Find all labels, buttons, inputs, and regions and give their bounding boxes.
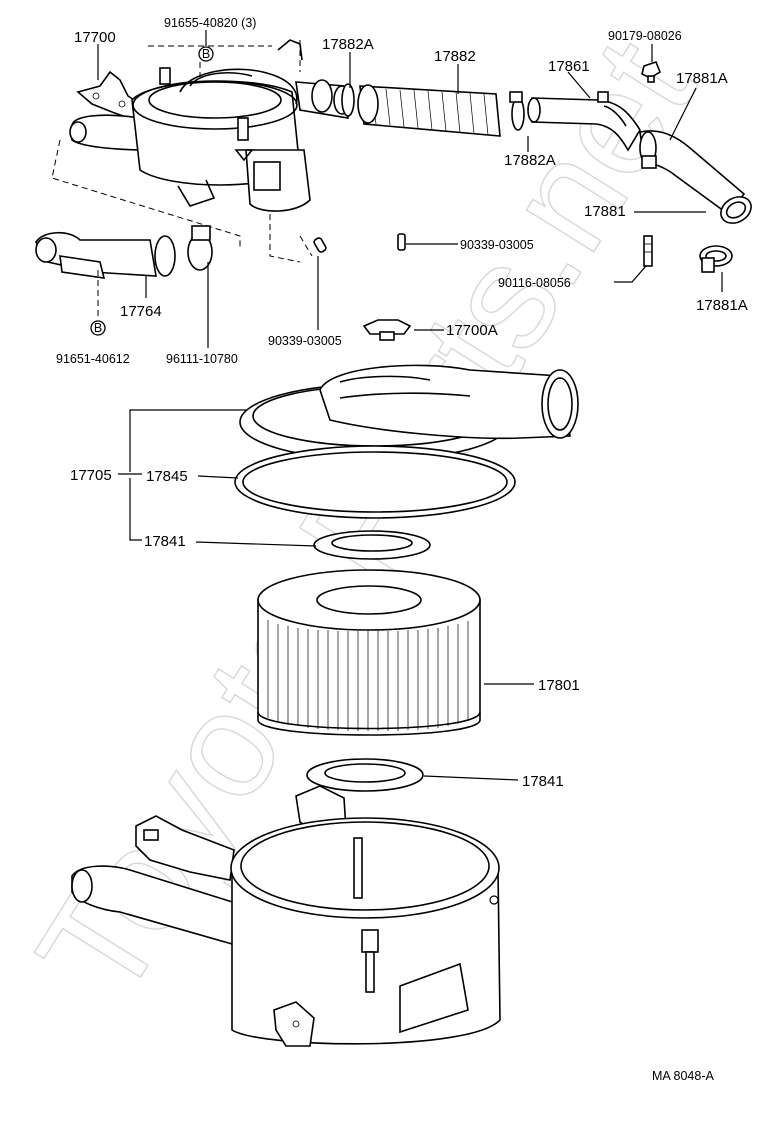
pin-icon-right [397,233,406,251]
wing-nut-icon [362,319,412,341]
label-90339-03005-left: 90339-03005 [268,334,342,348]
label-17882a-mid: 17882A [504,152,556,169]
bolt-b-marker-bottom: B [90,320,106,336]
label-90179-08026: 90179-08026 [608,29,682,43]
label-17881a-top: 17881A [676,70,728,87]
label-17861: 17861 [548,58,590,75]
label-17801: 17801 [538,677,580,694]
label-17882: 17882 [434,48,476,65]
label-17700: 17700 [74,29,116,46]
label-17841-upper: 17841 [144,533,186,550]
air-cleaner-case-icon [71,785,501,1047]
connector-hose-icon [35,225,213,279]
label-91655-40820: 91655-40820 (3) [164,16,256,30]
label-17705: 17705 [70,467,112,484]
label-96111-10780: 96111-10780 [166,352,238,366]
clamp-icon [699,245,733,273]
seal-upper-icon [313,530,431,560]
label-90339-03005-right: 90339-03005 [460,238,534,252]
label-17881: 17881 [584,203,626,220]
bolt-icon [643,235,653,267]
label-17881a-bottom: 17881A [696,297,748,314]
elbow-hose-icon [639,130,752,224]
leader-lines [97,30,723,781]
intake-hose-icon [295,79,525,137]
intake-pipe-icon [527,91,641,152]
label-17764: 17764 [120,303,162,320]
label-17882a-top: 17882A [322,36,374,53]
filter-element-icon [257,569,481,736]
air-cleaner-assembly-icon [69,39,311,212]
label-91651-40612: 91651-40612 [56,352,130,366]
bolt-b-marker-top: B [198,46,214,62]
nut-icon [641,61,661,83]
air-cleaner-cover-icon [239,364,579,461]
diagram-code: MA 8048-A [652,1069,715,1083]
label-17700a: 17700A [446,322,498,339]
svg-text:B: B [94,321,102,335]
pin-icon-left [313,237,327,253]
seal-lower-icon [306,758,424,792]
svg-text:B: B [202,47,210,61]
label-90116-08056: 90116-08056 [498,276,571,290]
label-17845: 17845 [146,468,188,485]
gasket-icon [234,445,516,519]
label-17841-lower: 17841 [522,773,564,790]
